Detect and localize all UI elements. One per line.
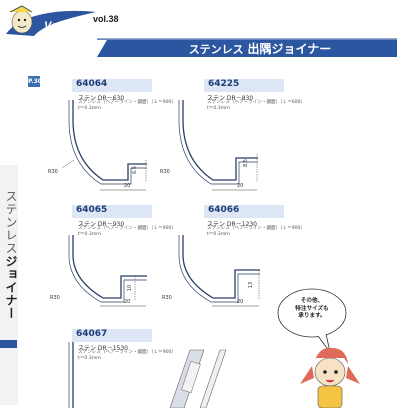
side-label-bold: ジョイナー bbox=[4, 255, 18, 320]
product-code: 64067 bbox=[72, 329, 152, 342]
height-dimension: 13 bbox=[248, 281, 255, 289]
product-code: 64065 bbox=[72, 205, 152, 218]
height-dimension: 10 bbox=[127, 284, 134, 292]
width-dimension: 20 bbox=[124, 183, 131, 189]
profile-diagram-64065 bbox=[68, 235, 147, 307]
bubble-line: その他、 bbox=[300, 298, 324, 304]
side-label-light: ステンレス bbox=[4, 190, 18, 255]
width-dimension: 20 bbox=[237, 299, 244, 305]
product-code: 64225 bbox=[204, 79, 284, 92]
product-name: ステン DR－1530 bbox=[78, 345, 128, 352]
joiner-sample-illustration bbox=[169, 349, 227, 408]
product-thickness: t＝0.3ｍｍ bbox=[207, 106, 230, 111]
product-thickness: t＝0.3ｍｍ bbox=[207, 232, 230, 237]
volume-label: vol.38 bbox=[93, 14, 119, 24]
product-spec: ステンレス（ヘアーライン・鏡面）（Ｌ＝900） bbox=[78, 100, 177, 105]
height-dimension: 8.5 bbox=[242, 159, 249, 167]
speech-bubble-text: その他、 特注サイズも 承ります。 bbox=[287, 298, 337, 321]
title-prefix: ステンレス bbox=[188, 43, 244, 56]
product-name: ステン DR－930 bbox=[78, 221, 125, 228]
bubble-line: 特注サイズも bbox=[295, 305, 329, 312]
radius-dimension: R30 bbox=[162, 295, 172, 301]
product-spec: ステンレス（ヘアーライン・鏡面）（Ｌ＝600） bbox=[207, 100, 306, 105]
product-name: ステン DR－630 bbox=[78, 95, 125, 102]
product-spec: ステンレス（ヘアーライン・鏡面）（Ｌ＝900） bbox=[78, 350, 177, 355]
product-code: 64066 bbox=[204, 205, 284, 218]
height-dimension: 6.5 bbox=[131, 166, 138, 174]
product-thickness: t＝0.3ｍｍ bbox=[78, 106, 101, 111]
product-spec: ステンレス（ヘアーライン・鏡面）（Ｌ＝900） bbox=[207, 226, 306, 231]
product-code: 64064 bbox=[72, 79, 152, 92]
profile-diagram-64064 bbox=[61, 100, 147, 191]
width-dimension: 20 bbox=[124, 299, 131, 305]
radius-dimension: R30 bbox=[50, 295, 60, 301]
radius-dimension: R30 bbox=[160, 169, 170, 175]
side-accent-bar bbox=[0, 340, 17, 348]
profile-diagram-64225 bbox=[178, 100, 258, 191]
bubble-line: 承ります。 bbox=[298, 313, 326, 319]
title-main: 出隅ジョイナー bbox=[247, 42, 332, 56]
side-category-label: ステンレスジョイナー bbox=[3, 190, 19, 320]
mascot-illustration bbox=[300, 347, 360, 408]
speech-bubble bbox=[277, 288, 347, 353]
brand-logo bbox=[6, 5, 96, 36]
profile-diagram-64067 bbox=[68, 342, 74, 408]
title-bar bbox=[97, 38, 397, 57]
profile-diagram-64066 bbox=[178, 235, 260, 307]
product-name: ステン DR－830 bbox=[207, 95, 254, 102]
brand-name: Voken bbox=[44, 20, 80, 32]
product-spec: ステンレス（ヘアーライン・鏡面）（Ｌ＝900） bbox=[78, 226, 177, 231]
product-name: ステン DR－1230 bbox=[207, 221, 257, 228]
product-thickness: t＝0.3ｍｍ bbox=[78, 356, 101, 361]
page-title: ステンレス 出隅ジョイナー bbox=[140, 40, 380, 57]
width-dimension: 20 bbox=[237, 183, 244, 189]
product-thickness: t＝0.3ｍｍ bbox=[78, 232, 101, 237]
radius-dimension: R30 bbox=[48, 169, 58, 175]
page-badge: P.30 bbox=[28, 76, 42, 87]
